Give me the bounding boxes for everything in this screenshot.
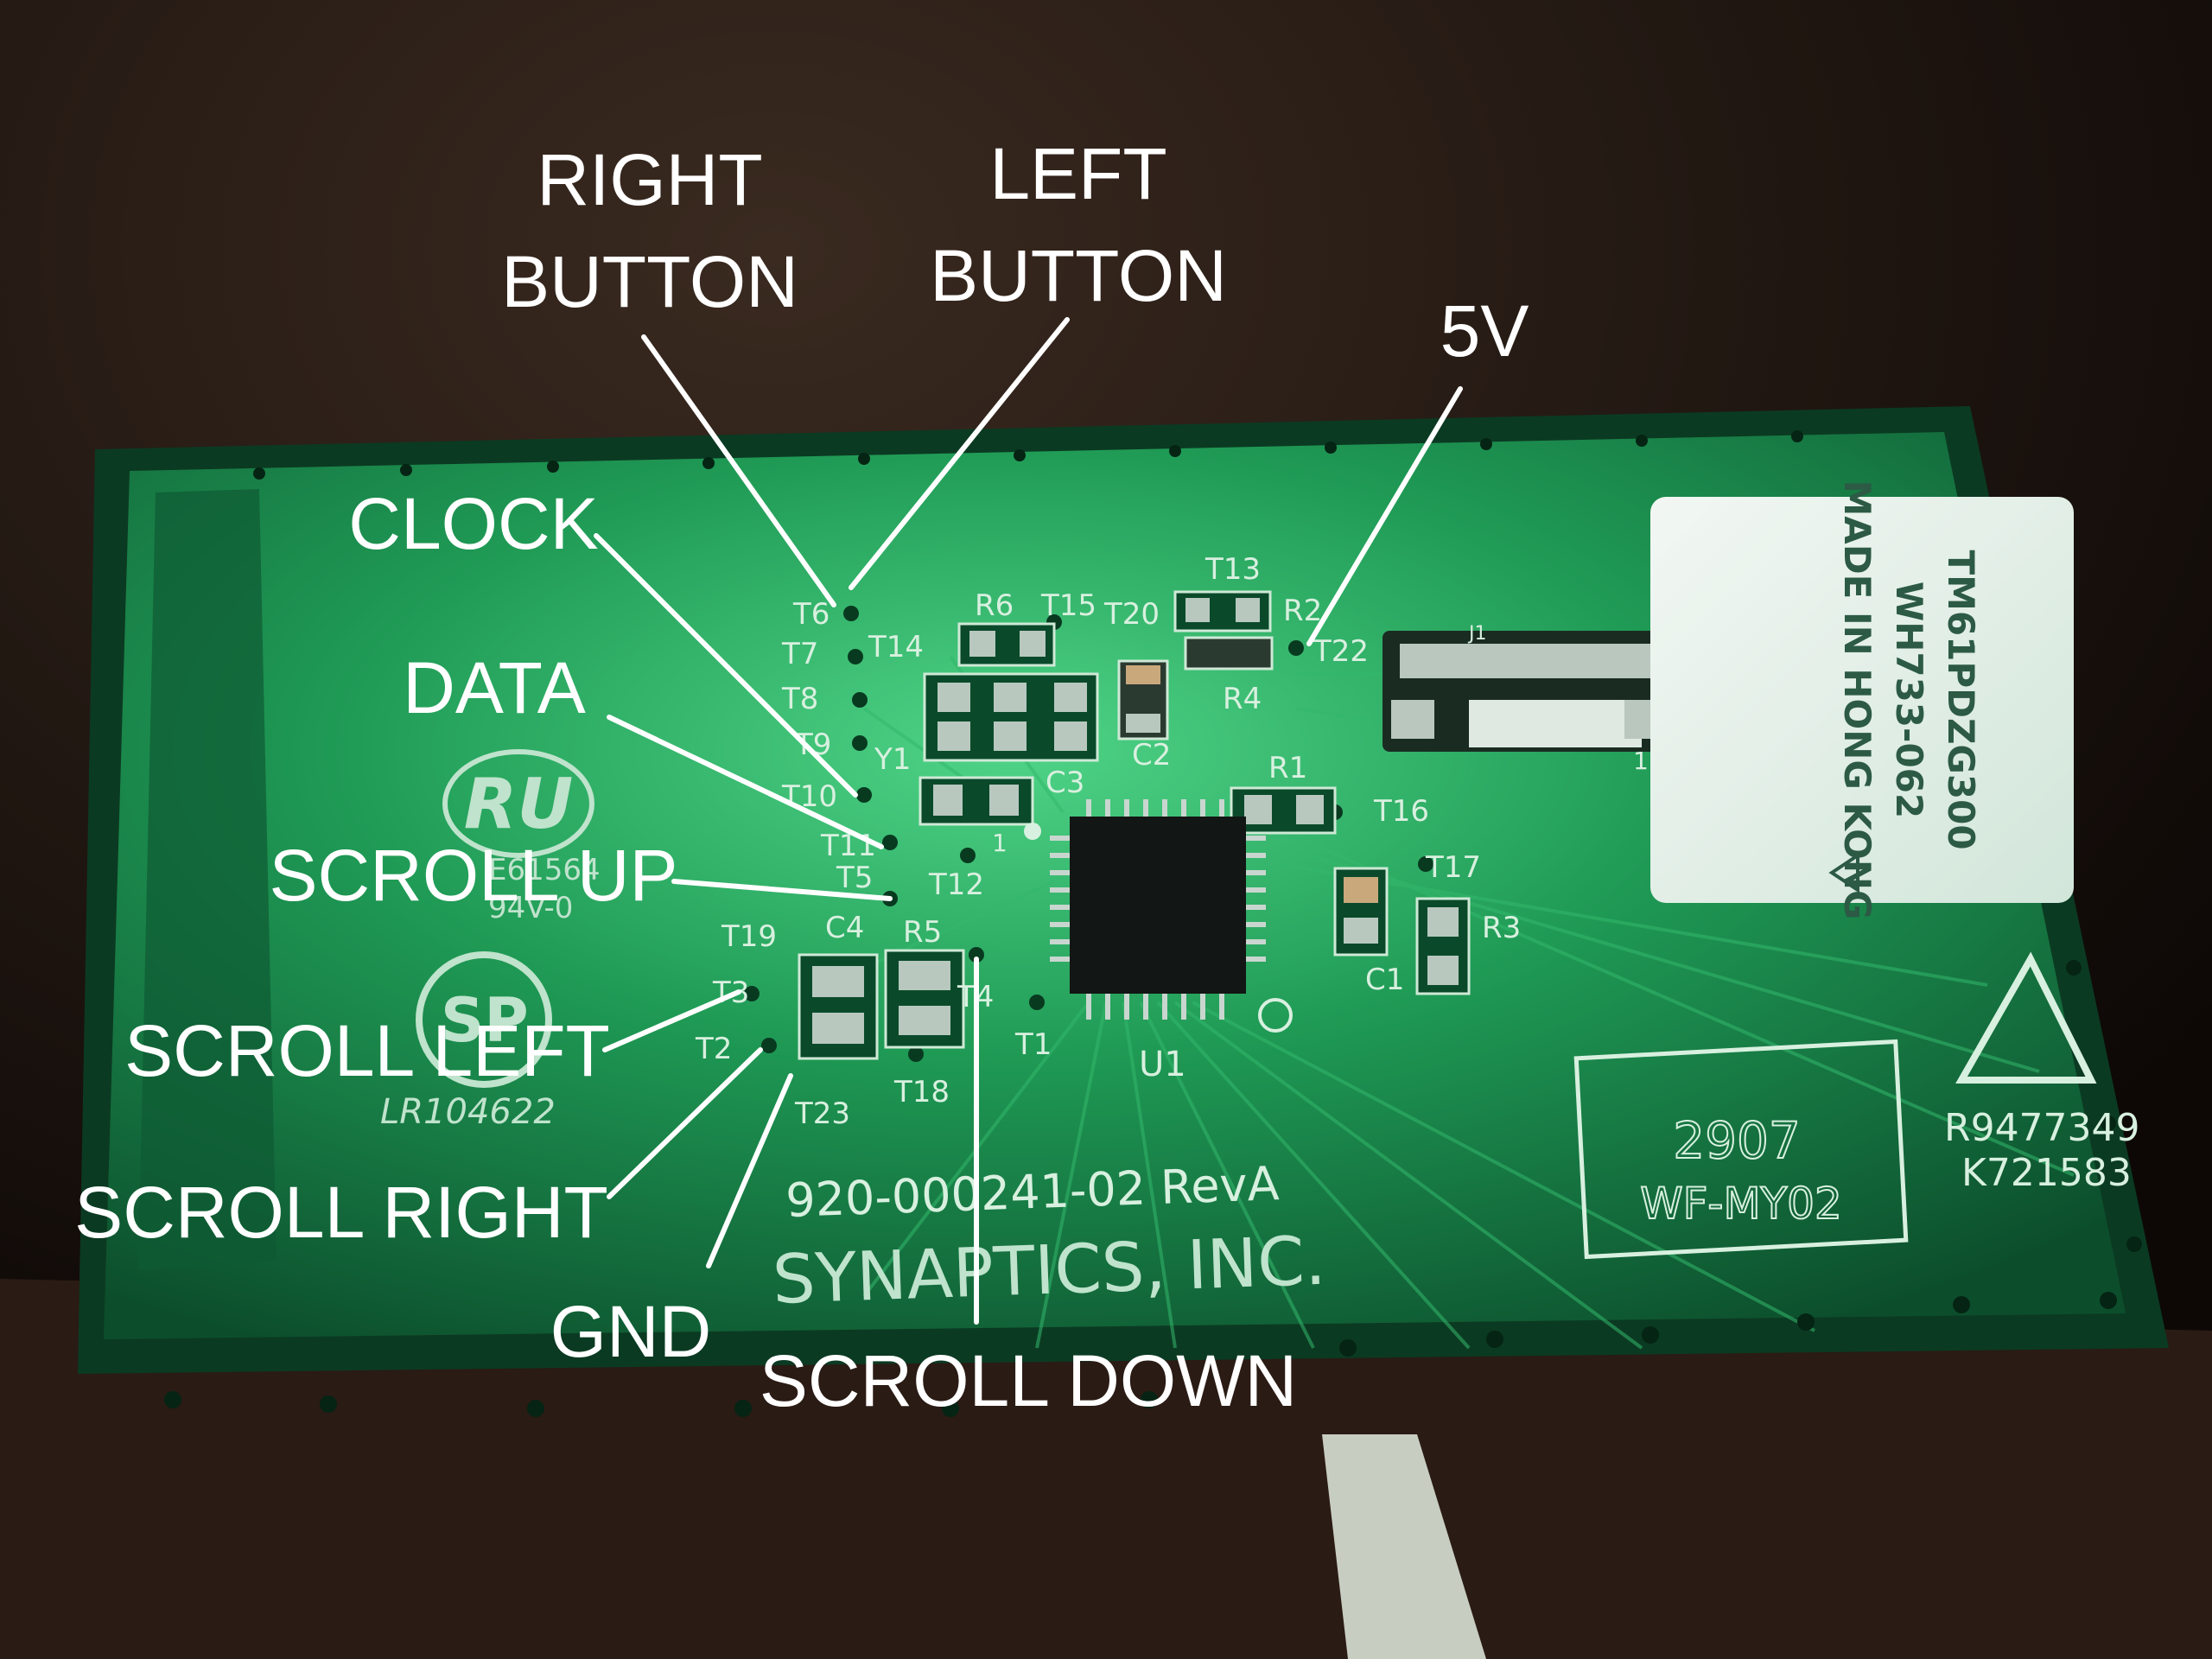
designator-r1: R1 (1268, 751, 1307, 785)
designator-t11: T11 (820, 829, 876, 863)
sticker-triangle-icon (1828, 852, 1859, 893)
label-scroll-down: SCROLL DOWN (760, 1340, 1297, 1421)
designator-t18: T18 (893, 1075, 950, 1109)
label-gnd: GND (550, 1291, 712, 1372)
label-right-button-line2: BUTTON (501, 241, 798, 322)
annotation-labels: RIGHT BUTTON LEFT BUTTON 5V CLOCK DATA S… (74, 133, 1529, 1421)
silkscreen-text: WF-MY02 (1640, 1179, 1842, 1229)
resistor-r4 (1184, 636, 1274, 671)
designator-pin1: 1 (992, 829, 1007, 857)
label-clock: CLOCK (348, 483, 598, 564)
designator-t2: T2 (695, 1032, 732, 1066)
leader-data (607, 715, 884, 849)
designator-r6: R6 (975, 588, 1014, 623)
designator-r3: R3 (1482, 911, 1521, 945)
manufacturer-name: SYNAPTICS, INC. (772, 1223, 1327, 1319)
leader-clock (594, 533, 858, 798)
smd-components (798, 590, 1471, 1060)
designator-t16: T16 (1373, 794, 1429, 829)
designator-t9: T9 (794, 728, 831, 762)
designator-t5: T5 (836, 861, 873, 895)
label-right-button-line1: RIGHT (537, 139, 762, 220)
label-scroll-right: SCROLL RIGHT (74, 1172, 608, 1253)
label-scroll-left: SCROLL LEFT (124, 1010, 610, 1091)
ul-logo: RU E61564 94V-0 (442, 749, 601, 925)
connector-j1 (1382, 631, 1676, 752)
designator-t20: T20 (1103, 597, 1160, 632)
designator-t6: T6 (792, 597, 830, 632)
designator-t17: T17 (1425, 850, 1481, 885)
csa-logo: SP (416, 951, 552, 1088)
designator-r2: R2 (1283, 594, 1322, 628)
designator-pin1b: 1 (1633, 747, 1649, 775)
leader-right-button (641, 334, 836, 607)
wood-surface (0, 1279, 2212, 1659)
manufacturer-mark-box: 2907 WF-MY02 (1573, 1039, 1909, 1260)
designator-t14: T14 (868, 630, 924, 664)
silkscreen-text: 94V-0 (488, 891, 573, 925)
registration-code-2: K721583 (1961, 1151, 2132, 1195)
svg-text:SP: SP (441, 985, 529, 1056)
leader-gnd (706, 1073, 793, 1268)
annotation-leaders (594, 317, 1463, 1325)
board-inner-dark (138, 489, 276, 1270)
white-cable (1322, 1434, 1486, 1659)
label-left-button-line1: LEFT (989, 133, 1166, 214)
silkscreen-text: RU (464, 764, 574, 844)
sticker-origin: MADE IN HONG KONG (1836, 480, 1878, 920)
leader-scroll-up (671, 879, 893, 901)
designator-c2: C2 (1132, 738, 1171, 772)
sticker-serial: WH733-062 (1888, 582, 1930, 818)
designator-t8: T8 (781, 682, 818, 716)
designator-t7: T7 (781, 637, 818, 671)
ul-file-code: LR104622 (380, 1092, 556, 1132)
designator-t22: T22 (1313, 634, 1369, 669)
label-left-button-line2: BUTTON (930, 235, 1227, 316)
leader-5v (1306, 386, 1463, 646)
designator-r4: R4 (1223, 682, 1262, 716)
designator-t1: T1 (1014, 1027, 1052, 1062)
designator-t10: T10 (781, 779, 837, 814)
silkscreen-text: E61564 (488, 853, 601, 887)
leader-left-button (849, 317, 1070, 590)
silkscreen-text: 2907 (1673, 1111, 1801, 1170)
label-5v: 5V (1440, 290, 1529, 372)
designator-y1: Y1 (874, 742, 911, 777)
designator-c1: C1 (1365, 963, 1404, 997)
designator-t12: T12 (928, 868, 984, 902)
leader-scroll-right (607, 1047, 763, 1199)
recycle-triangle-icon (1955, 951, 2097, 1084)
label-data: DATA (403, 647, 586, 728)
label-scroll-up: SCROLL UP (269, 835, 677, 916)
designator-t13: T13 (1205, 552, 1261, 587)
designator-c4: C4 (825, 911, 864, 945)
designator-t15: T15 (1040, 588, 1096, 623)
leader-scroll-left (602, 989, 741, 1052)
product-sticker: TM61PDZG300 WH733-062 MADE IN HONG KONG (1650, 480, 2074, 920)
controller-chip-u1 (1024, 799, 1293, 1033)
chip-designator: U1 (1139, 1045, 1186, 1084)
designator-r5: R5 (903, 915, 942, 950)
designator-t19: T19 (721, 919, 777, 954)
designator-c3: C3 (1046, 766, 1084, 800)
registration-code: R9477349 (1944, 1106, 2140, 1150)
designator-j1: J1 (1467, 623, 1487, 645)
sticker-model: TM61PDZG300 (1940, 550, 1982, 849)
designator-t23: T23 (794, 1096, 850, 1131)
